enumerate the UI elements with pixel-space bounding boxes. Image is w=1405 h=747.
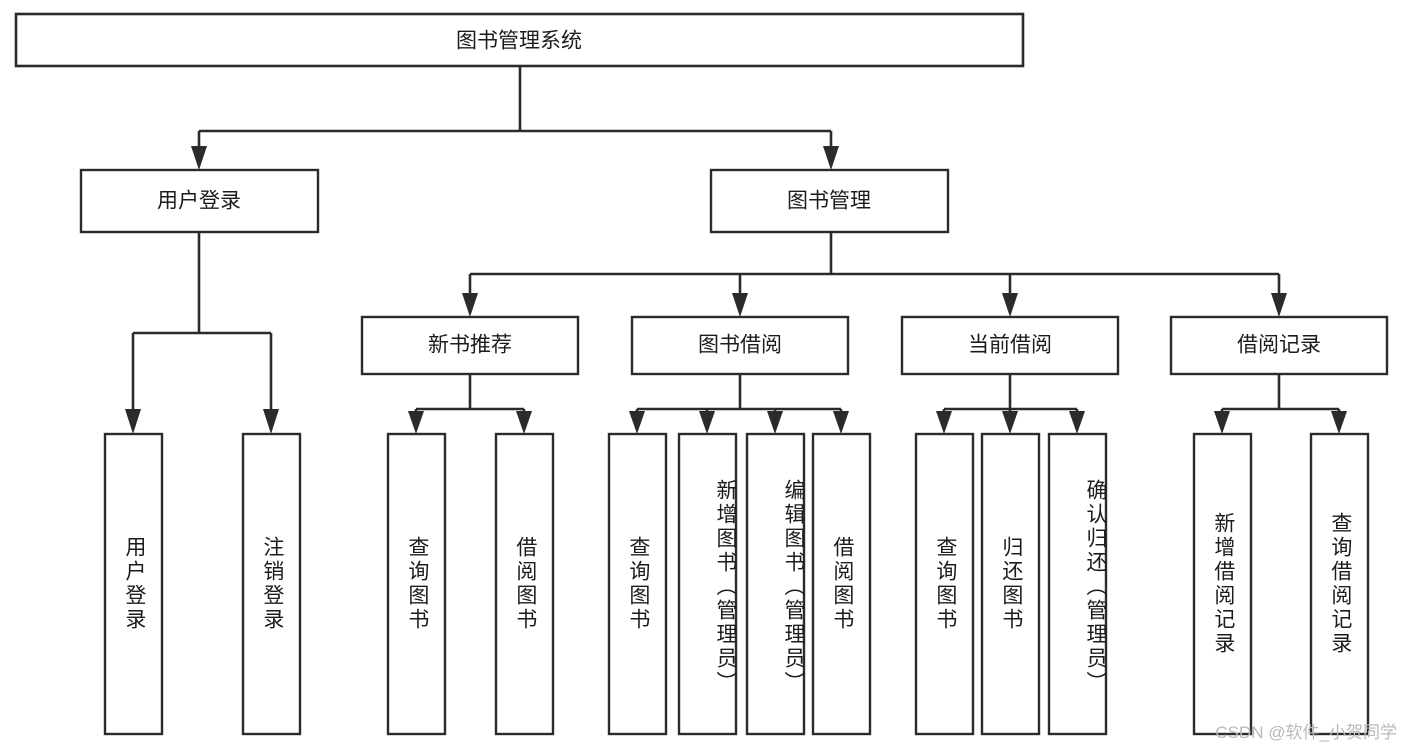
arrowhead-user-leaf1 xyxy=(125,409,141,434)
node-book-manage-label: 图书管理 xyxy=(787,190,871,213)
node-user-login-label: 用户登录 xyxy=(157,190,241,213)
csdn-watermark: CSDN @软件_小贺同学 xyxy=(1215,723,1397,742)
arrowhead-root-to-book xyxy=(823,146,839,170)
leaf-current-confirm[interactable] xyxy=(1047,432,1108,736)
node-new-book-rec-label: 新书推荐 xyxy=(428,334,512,357)
arrowhead-current-l1 xyxy=(936,411,952,434)
leaf-borrow-add[interactable] xyxy=(677,432,738,736)
node-borrow-record-label: 借阅记录 xyxy=(1237,334,1321,357)
arrowhead-book-c4 xyxy=(1271,293,1287,317)
leaf-borrow-edit[interactable] xyxy=(745,432,806,736)
leaf-record-query[interactable] xyxy=(1309,432,1370,736)
leaf-record-add[interactable] xyxy=(1192,432,1253,736)
leaf-newbook-borrow[interactable] xyxy=(494,432,555,736)
node-root[interactable] xyxy=(14,12,1025,68)
node-book-manage[interactable] xyxy=(709,168,950,234)
leaf-borrow-query[interactable] xyxy=(607,432,668,736)
arrowhead-book-c3 xyxy=(1002,293,1018,317)
leaf-current-query[interactable] xyxy=(914,432,975,736)
leaf-user-login[interactable] xyxy=(103,432,164,736)
node-book-borrow[interactable] xyxy=(630,315,850,376)
arrowhead-newbook-l1 xyxy=(408,411,424,434)
arrowhead-borrow-l1 xyxy=(629,411,645,434)
arrowhead-user-leaf2 xyxy=(263,409,279,434)
arrowhead-record-l2 xyxy=(1331,411,1347,434)
arrowhead-current-l3 xyxy=(1069,411,1085,434)
arrowhead-borrow-l3 xyxy=(767,411,783,434)
arrowhead-borrow-l2 xyxy=(699,411,715,434)
node-book-borrow-label: 图书借阅 xyxy=(698,334,782,357)
arrowhead-newbook-l2 xyxy=(516,411,532,434)
node-current-borrow-label: 当前借阅 xyxy=(968,334,1052,357)
node-current-borrow[interactable] xyxy=(900,315,1120,376)
node-new-book-rec[interactable] xyxy=(360,315,580,376)
arrowhead-current-l2 xyxy=(1002,411,1018,434)
arrowhead-borrow-l4 xyxy=(833,411,849,434)
leaf-current-return[interactable] xyxy=(980,432,1041,736)
leaf-newbook-query[interactable] xyxy=(386,432,447,736)
leaf-borrow-lend[interactable] xyxy=(811,432,872,736)
arrowhead-root-to-user xyxy=(191,146,207,170)
node-borrow-record[interactable] xyxy=(1169,315,1389,376)
leaf-user-logout[interactable] xyxy=(241,432,302,736)
node-root-label: 图书管理系统 xyxy=(456,30,582,53)
arrowhead-book-c2 xyxy=(732,293,748,317)
node-user-login[interactable] xyxy=(79,168,320,234)
arrowhead-record-l1 xyxy=(1214,411,1230,434)
arrowhead-book-c1 xyxy=(462,293,478,317)
